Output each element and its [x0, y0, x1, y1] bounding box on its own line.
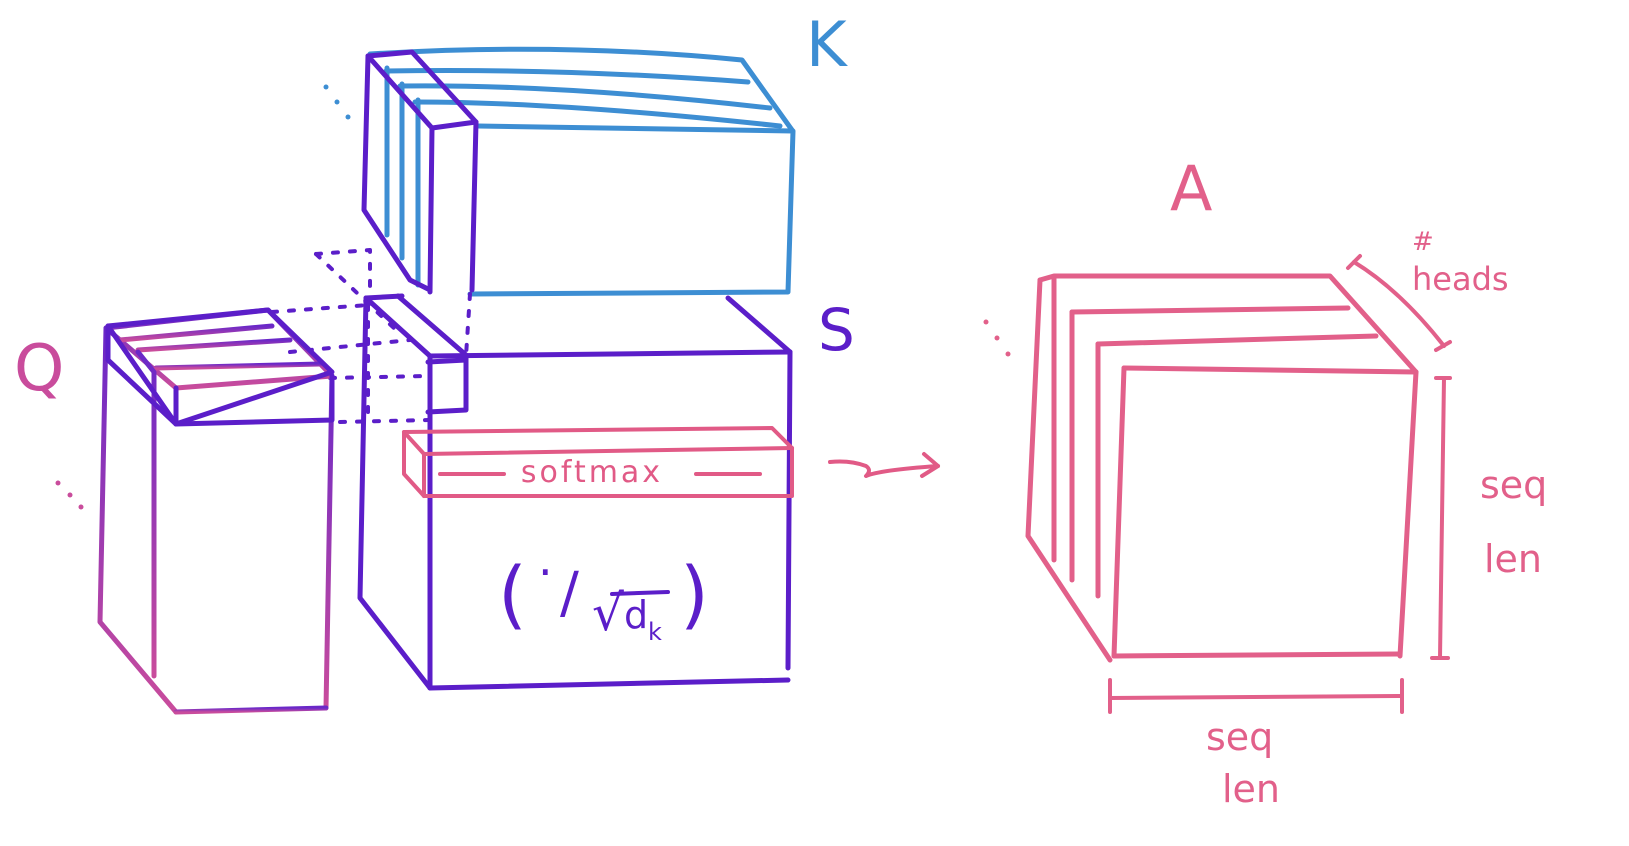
scale-annotation: ( · / √ d k )	[498, 545, 709, 646]
seq-len-bottom-line1: seq	[1206, 715, 1273, 759]
scale-dot: ·	[538, 545, 553, 599]
q-label: Q	[14, 332, 64, 406]
softmax-label: softmax	[521, 455, 663, 490]
k-column-highlight	[361, 49, 479, 295]
seq-len-right-line2: len	[1484, 537, 1542, 581]
heads-bracket	[1346, 254, 1452, 352]
scale-d: d	[624, 593, 648, 637]
seq-len-bottom-bracket	[1108, 678, 1404, 714]
q-tensor	[97, 307, 335, 715]
a-dots	[983, 319, 1011, 357]
flow-arrow-icon	[828, 452, 940, 478]
k-dots	[323, 84, 351, 120]
heads-hash: #	[1412, 227, 1434, 257]
scale-sqrt-bar	[610, 590, 670, 596]
s-label: S	[818, 296, 855, 364]
s-tensor	[357, 293, 793, 691]
seq-len-bottom-line2: len	[1222, 767, 1280, 811]
seq-len-right-bracket	[1430, 376, 1452, 660]
k-label: K	[806, 8, 848, 81]
seq-len-right-line1: seq	[1480, 463, 1547, 507]
q-row-highlight	[105, 307, 335, 427]
a-label: A	[1170, 152, 1212, 225]
heads-label: heads	[1412, 260, 1509, 298]
scale-open-paren: (	[498, 552, 527, 638]
scale-d-subscript: k	[648, 618, 662, 646]
projection-dotted-lines	[270, 248, 472, 424]
softmax-slab	[402, 426, 794, 498]
scale-close-paren: )	[680, 552, 709, 638]
a-tensor	[1025, 273, 1419, 663]
scale-slash: /	[560, 561, 579, 626]
q-dots	[55, 480, 84, 510]
